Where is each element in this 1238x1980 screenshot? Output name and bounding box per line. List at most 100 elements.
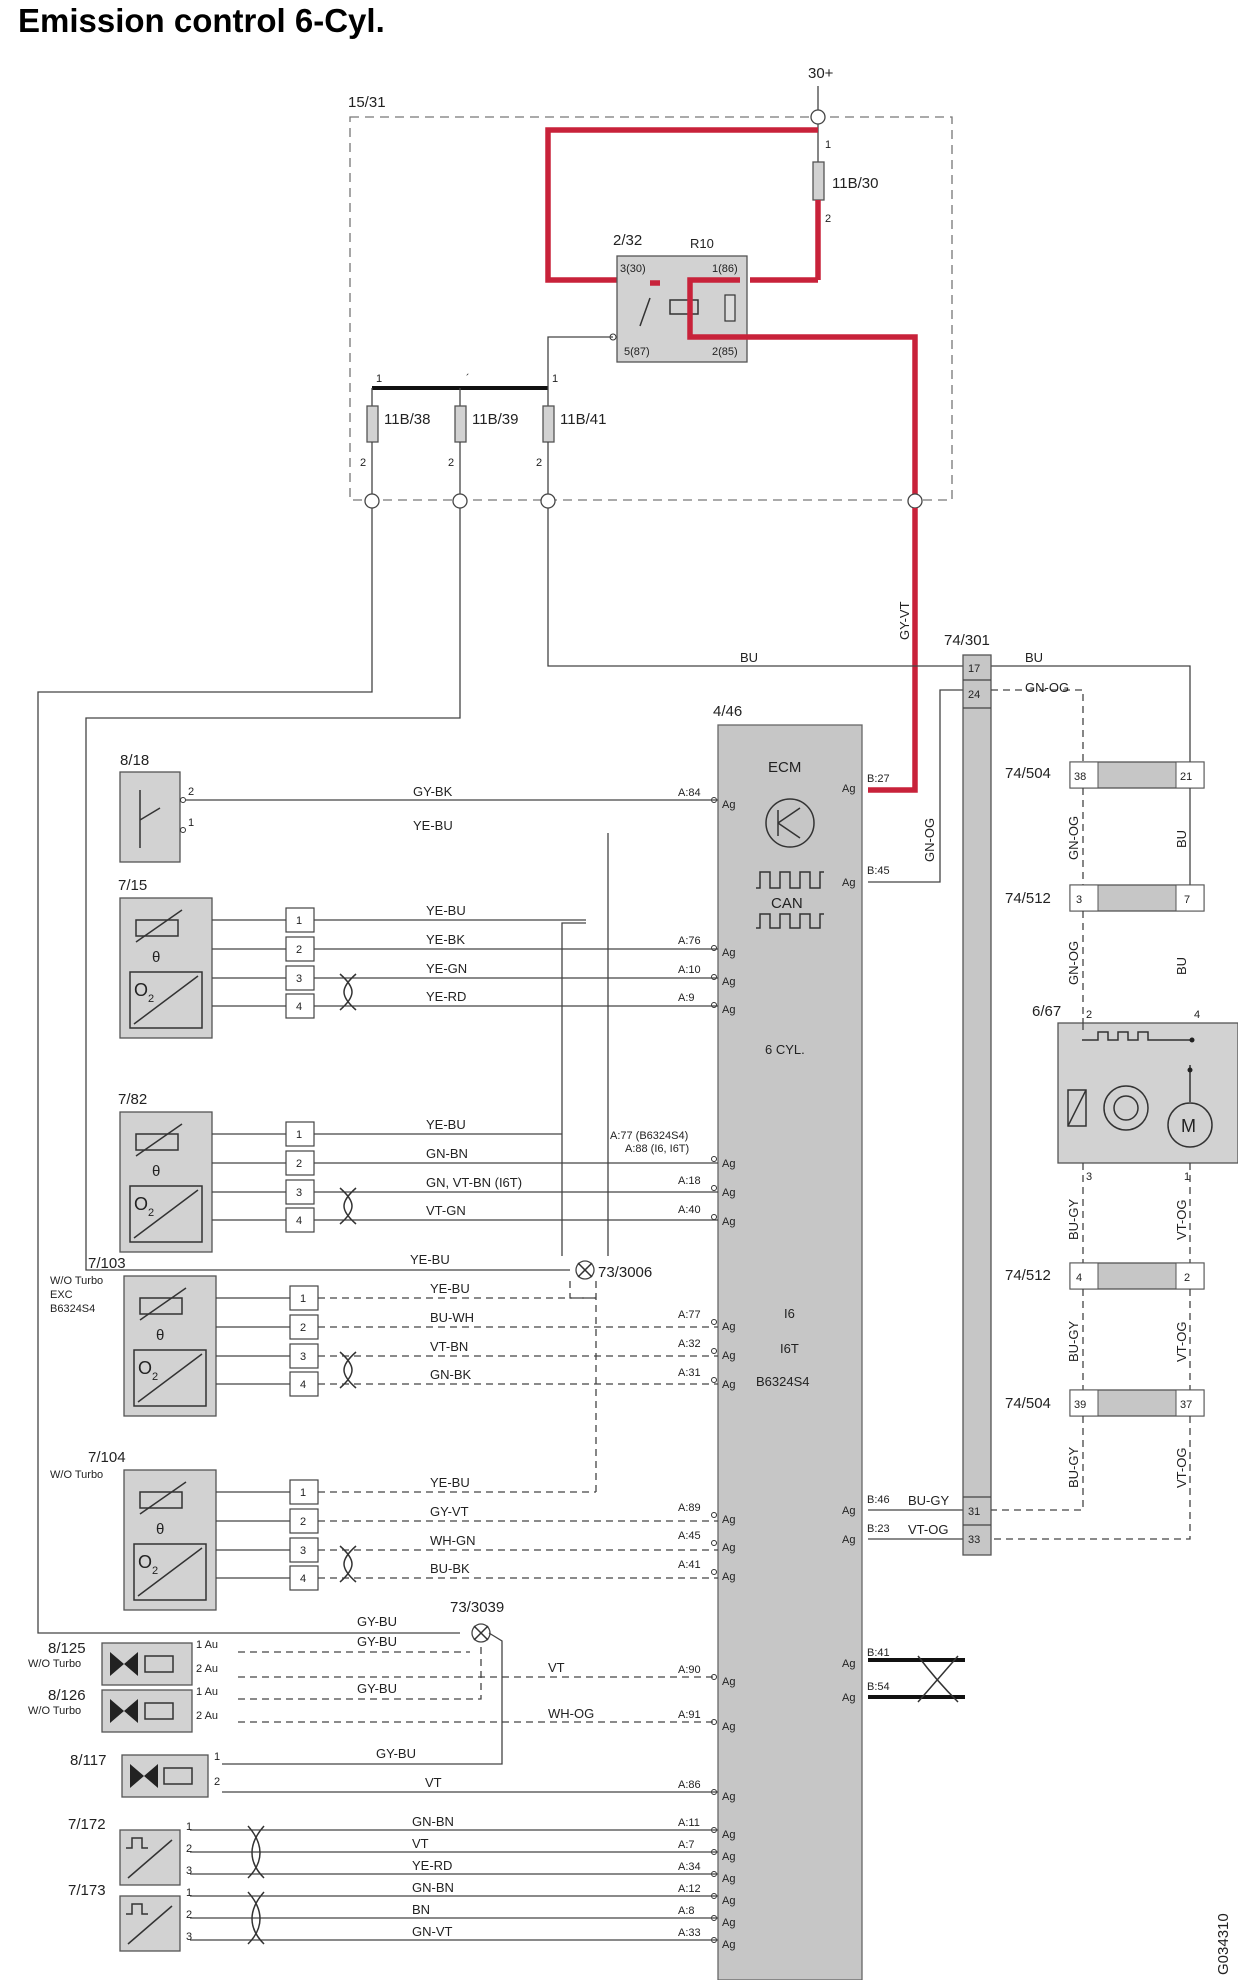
splice-3006-feed2 <box>561 922 586 1256</box>
ecm-pin-3: A:9Ag <box>678 992 735 1016</box>
comp-8-125: 8/125 W/O Turbo 1 Au 2 Au GY-BU VT <box>28 1634 718 1686</box>
sensor-wire-label: BU-BK <box>430 1561 470 1576</box>
svg-text:7/172: 7/172 <box>68 1816 106 1833</box>
svg-text:W/O Turbo: W/O Turbo <box>28 1658 81 1670</box>
ecm-b27-red-wire <box>868 508 918 793</box>
gn-og-label-mid: GN-OG <box>1066 816 1081 860</box>
conn-74-301-pin-33: 33 <box>968 1534 980 1546</box>
svg-text:M: M <box>1181 1116 1196 1136</box>
svg-text:B:23: B:23 <box>867 1523 890 1535</box>
svg-text:39: 39 <box>1074 1399 1086 1411</box>
theta-icon: θ <box>152 949 160 966</box>
svg-text:WH-OG: WH-OG <box>548 1706 594 1721</box>
fuse-38-pin-top: 1 <box>376 373 382 385</box>
bu-wire-right <box>983 665 1191 768</box>
svg-text:2: 2 <box>214 1776 220 1788</box>
ecm-pin-suffix-21: Ag <box>722 1939 735 1951</box>
ecm-pin-label-12: A:41 <box>678 1559 701 1571</box>
sensor-wire-label: GN-BN <box>426 1146 468 1161</box>
red-wire-label: GY-VT <box>897 601 912 640</box>
comp-8-18-pin-1: 1 <box>188 817 194 829</box>
sensor-wire-label: GN, VT-BN (I6T) <box>426 1175 522 1190</box>
comp-8-126: 8/126 W/O Turbo 1 Au 2 Au GY-BU WH-OG <box>28 1642 718 1733</box>
svg-text:Ag: Ag <box>842 1534 855 1546</box>
wire-label-ye-bu-3006: YE-BU <box>410 1252 450 1267</box>
svg-text:VT: VT <box>548 1660 565 1675</box>
conn-74-512b: 74/512 4 2 <box>1005 1262 1205 1290</box>
conn-74-301-pin-24: 24 <box>968 689 980 701</box>
sensor-pin-box <box>289 1285 319 1311</box>
svg-text:Ag: Ag <box>842 877 855 889</box>
svg-text:8/125: 8/125 <box>48 1640 86 1657</box>
ecm-pin-suffix-12: Ag <box>722 1571 735 1583</box>
fuse38-feed-wire <box>37 508 460 1634</box>
wire-label-ye-bu: YE-BU <box>413 818 453 833</box>
wire-label-gy-bu-top: GY-BU <box>357 1614 397 1629</box>
sensor-pin-num: 3 <box>300 1545 306 1557</box>
svg-text:74/504: 74/504 <box>1005 1395 1051 1412</box>
conn-74-301-pin-31: 31 <box>968 1506 980 1518</box>
bu-wire-label-1: BU <box>740 650 758 665</box>
twisted-pair-icon <box>339 1545 357 1583</box>
sensor-pin-num: 1 <box>300 1293 306 1305</box>
sensor-pin-num: 3 <box>296 973 302 985</box>
ecm-pin-suffix-7: Ag <box>722 1321 735 1333</box>
sensor-pin-num: 2 <box>296 1158 302 1170</box>
frame-label: 15/31 <box>348 94 386 111</box>
ecm-pin-suffix-2: Ag <box>722 976 735 988</box>
sensor-pin-num: 4 <box>296 1215 302 1227</box>
bu-label-low: BU <box>1174 957 1189 975</box>
ecm-pin-suffix-13: Ag <box>722 1676 735 1688</box>
svg-text:74/504: 74/504 <box>1005 765 1051 782</box>
sensor-wire-label: YE-BU <box>426 1117 466 1132</box>
relay-id: 2/32 <box>613 232 642 249</box>
relay-87-wire <box>547 336 613 372</box>
fuse-30-pin-top: 1 <box>825 139 831 151</box>
can-signal-icon <box>756 871 824 889</box>
bu-gy-label-2: BU-GY <box>1066 1321 1081 1363</box>
svg-text:BU-GY: BU-GY <box>908 1493 950 1508</box>
svg-text:21: 21 <box>1180 771 1192 783</box>
gn-og-label-top: GN-OG <box>1025 680 1069 695</box>
conn-74-504b: 74/504 39 37 <box>1005 1389 1205 1417</box>
svg-text:1: 1 <box>214 1751 220 1763</box>
ecm-pin-suffix-0: Ag <box>722 799 735 811</box>
sensor-note: W/O Turbo <box>50 1469 103 1481</box>
svg-text:2: 2 <box>1086 1009 1092 1021</box>
relay-30-red-wire <box>545 127 818 283</box>
ecm-pin-label-17: A:7 <box>678 1839 695 1851</box>
ecm-pin-suffix-6: Ag <box>722 1216 735 1228</box>
can-signal-icon-2 <box>756 913 824 929</box>
svg-text:B:41: B:41 <box>867 1647 890 1659</box>
ecm-pin-suffix-11: Ag <box>722 1542 735 1554</box>
ecm-pin-label-7: A:77 <box>678 1309 701 1321</box>
svg-text:2 Au: 2 Au <box>196 1663 218 1675</box>
sensor-body <box>119 1111 213 1253</box>
sensor-pin-num: 2 <box>300 1322 306 1334</box>
twisted-pair-icon <box>339 973 357 1011</box>
sensor-wire-label: VT-BN <box>430 1339 468 1354</box>
sensor-wire-label: BU-WH <box>430 1310 474 1325</box>
sensor-pin-num: 1 <box>296 915 302 927</box>
theta-icon: θ <box>156 1327 164 1344</box>
comp-8-18-id: 8/18 <box>120 752 149 769</box>
supply-node <box>810 109 826 125</box>
ecm-pin-label-15: A:86 <box>678 1779 701 1791</box>
fuse-41-label: 11B/41 <box>560 411 606 428</box>
sensor-pin-num: 2 <box>300 1516 306 1528</box>
conn-74-301-id: 74/301 <box>944 632 990 649</box>
ecm-pin-suffix-5: Ag <box>722 1187 735 1199</box>
fuse39-feed-wire <box>85 508 570 1271</box>
ecm-pin-label-1: A:76 <box>678 935 701 947</box>
ecm-pin-suffix-3: Ag <box>722 1004 735 1016</box>
svg-text:2: 2 <box>186 1843 192 1855</box>
fuse-30-label: 11B/30 <box>832 175 878 192</box>
ecm-pin-b54: B:54 Ag <box>842 1681 965 1704</box>
